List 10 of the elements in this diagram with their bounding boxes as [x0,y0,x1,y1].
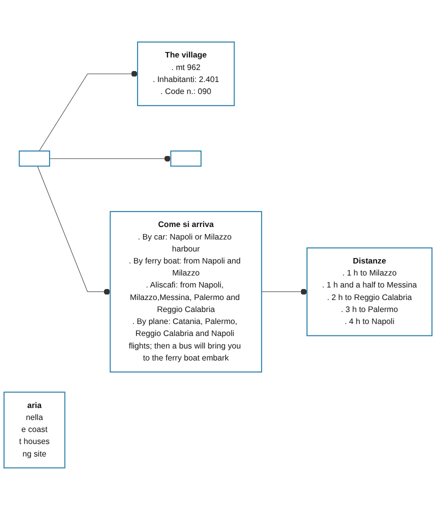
connector [49,155,172,162]
node-box: Come si arriva . By car: Napoli or Milazzo harbour . By ferry boat: from Napoli and Milazzo . Aliscafi: from Napoli, Milazzo,Messina, Palermo and Reggio Calabria . By plane: Catania, Palermo, Reggio Calabria and Napoli flights; then a bus will bring you to the ferry boat embark [110,210,262,372]
node-box: Distanze . 1 h to Milazzo . 1 h and a half to Messina . 2 h to Reggio Calabria . 3 h to Palermo . 4 h to Napoli [306,246,432,336]
connector [37,165,110,294]
node-box [170,150,202,166]
connector [261,288,308,294]
node-box: aria nella e coast t houses ng site [4,391,66,468]
connector [38,70,138,151]
node-box [18,150,50,166]
node-box: The village . mt 962 . Inhabitanti: 2.401 . Code n.: 090 [137,41,235,106]
